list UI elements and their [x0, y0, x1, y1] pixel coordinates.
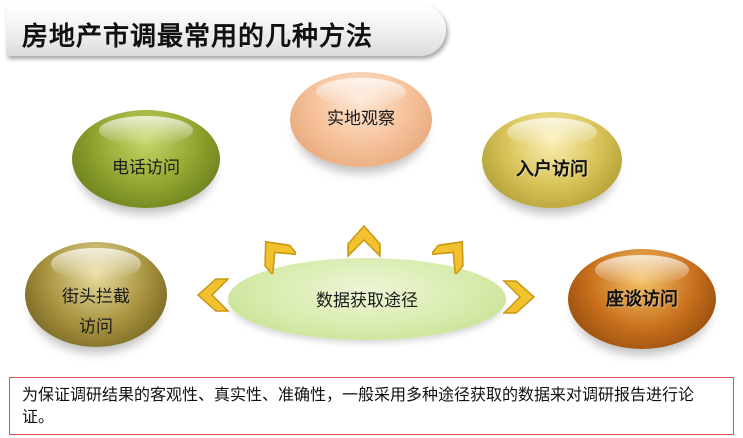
method-phone-interview: 电话访问	[72, 110, 220, 208]
method-seat-label: 座谈访问	[606, 289, 678, 310]
title-banner: 房地产市调最常用的几种方法	[6, 4, 446, 56]
method-seminar-interview: 座谈访问	[568, 249, 716, 349]
note-box: 为保证调研结果的客观性、真实性、准确性，一般采用多种途径获取的数据来对调研报告进…	[9, 377, 734, 435]
chevron-arrow-icon	[432, 240, 464, 274]
method-phone-label: 电话访问	[112, 158, 180, 178]
chevron-arrow-icon	[347, 224, 381, 258]
note-text: 为保证调研结果的客观性、真实性、准确性，一般采用多种途径获取的数据来对调研报告进…	[22, 385, 695, 426]
chevron-arrow-icon	[264, 240, 296, 274]
method-street-label-line2: 访问	[79, 317, 113, 337]
method-field-observation: 实地观察	[290, 72, 432, 167]
chevron-arrow-icon	[502, 280, 536, 314]
page-title: 房地产市调最常用的几种方法	[22, 22, 374, 52]
method-street-label-line1: 街头拦截	[62, 287, 130, 307]
method-field-label: 实地观察	[327, 109, 395, 129]
method-street-intercept: 街头拦截 访问	[25, 242, 167, 347]
method-home-label: 入户访问	[516, 159, 588, 180]
method-home-interview: 入户访问	[482, 112, 622, 208]
chevron-arrow-icon	[196, 278, 230, 312]
center-hub-ellipse: 数据获取途径	[228, 258, 506, 340]
center-hub-label: 数据获取途径	[316, 291, 418, 311]
